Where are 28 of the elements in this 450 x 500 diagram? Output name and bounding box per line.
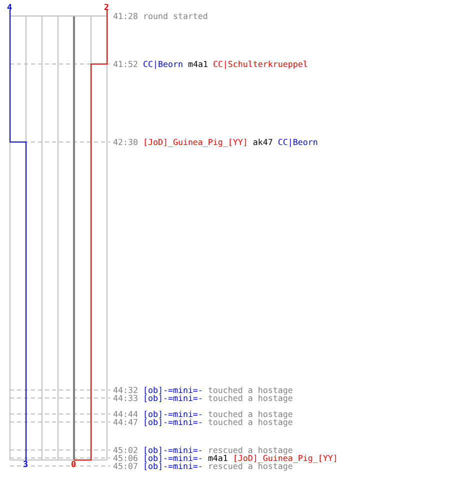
timestamp: 44:47 <box>113 416 138 426</box>
player-name: [ob]-=mini=- <box>142 444 203 454</box>
count-label: 4 <box>7 3 12 12</box>
event-text: round started <box>142 10 208 20</box>
player-name: [JoD]_Guinea_Pig_[YY] <box>142 136 248 146</box>
player-name: [ob]-=mini=- <box>142 384 203 394</box>
event-text: touched a hostage <box>208 408 293 418</box>
timestamp: 45:06 <box>113 452 138 462</box>
timestamp: 44:44 <box>113 408 138 418</box>
timestamp: 45:02 <box>113 444 138 454</box>
event-text: rescued a hostage <box>208 444 293 454</box>
weapon-name: m4a1 <box>188 58 208 68</box>
timestamp: 41:28 <box>113 10 138 20</box>
count-label: 2 <box>104 3 109 12</box>
timestamp: 44:33 <box>113 392 138 402</box>
timestamp: 45:07 <box>113 460 138 470</box>
weapon-name: m4a1 <box>208 452 228 462</box>
timestamp: 44:32 <box>113 384 138 394</box>
player-name: CC|Schulterkrueppel <box>212 58 308 68</box>
count-label: 0 <box>71 460 76 469</box>
weapon-name: ak47 <box>252 136 273 146</box>
player-name: CC|Beorn <box>278 136 318 146</box>
timestamp: 41:52 <box>113 58 138 68</box>
timestamp: 42:30 <box>113 136 138 146</box>
event-text: touched a hostage <box>208 384 293 394</box>
player-name: [ob]-=mini=- <box>142 408 203 418</box>
player-name: CC|Beorn <box>142 58 183 68</box>
count-label: 3 <box>23 460 28 469</box>
